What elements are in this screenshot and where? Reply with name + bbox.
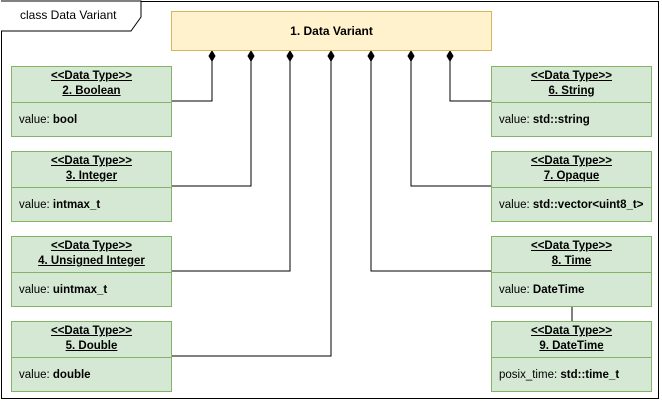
class-integer[interactable]: <<Data Type>> 3. Integer value: intmax_t: [11, 151, 172, 222]
class-name: 5. Double: [65, 340, 118, 352]
class-name: 4. Unsigned Integer: [38, 255, 145, 267]
class-attribute: value: intmax_t: [19, 199, 101, 211]
class-stereotype: <<Data Type>>: [531, 70, 612, 82]
class-unsigned-integer[interactable]: <<Data Type>> 4. Unsigned Integer value:…: [11, 236, 172, 307]
class-attribute: value: bool: [19, 114, 78, 126]
class-name: 2. Boolean: [62, 85, 121, 97]
link-time: [370, 56, 492, 272]
class-attribute: value: double: [19, 369, 91, 381]
class-name: 9. DateTime: [539, 340, 604, 352]
class-datetime[interactable]: <<Data Type>> 9. DateTime posix_time: st…: [491, 321, 652, 392]
diamond-boolean: [208, 50, 216, 62]
diamond-opaque: [407, 50, 415, 62]
link-string: [449, 56, 492, 102]
class-attribute: posix_time: std::time_t: [499, 369, 620, 381]
diamond-unsigned-integer: [286, 50, 294, 62]
class-name: 7. Opaque: [543, 170, 600, 182]
class-string[interactable]: <<Data Type>> 6. String value: std::stri…: [491, 66, 652, 137]
link-double: [171, 56, 332, 357]
diamond-integer: [247, 50, 255, 62]
link-integer: [171, 56, 252, 187]
class-attribute: value: std::string: [499, 114, 590, 126]
frame-label: class Data Variant: [20, 8, 117, 22]
diamond-time: [367, 50, 375, 62]
class-attribute: value: uintmax_t: [19, 284, 108, 296]
class-attribute: value: DateTime: [499, 284, 585, 296]
class-attribute: value: std::vector<uint8_t>: [499, 199, 644, 211]
class-stereotype: <<Data Type>>: [51, 325, 132, 337]
diamond-double: [327, 50, 335, 62]
class-name: 3. Integer: [65, 170, 118, 182]
class-double[interactable]: <<Data Type>> 5. Double value: double: [11, 321, 172, 392]
class-name: 6. String: [548, 85, 595, 97]
link-opaque: [410, 56, 492, 187]
data-variant-class[interactable]: 1. Data Variant: [171, 11, 492, 51]
link-unsigned-integer: [171, 56, 291, 272]
class-opaque[interactable]: <<Data Type>> 7. Opaque value: std::vect…: [491, 151, 652, 222]
class-stereotype: <<Data Type>>: [51, 240, 132, 252]
class-stereotype: <<Data Type>>: [531, 155, 612, 167]
class-time[interactable]: <<Data Type>> 8. Time value: DateTime: [491, 236, 652, 307]
class-stereotype: <<Data Type>>: [51, 155, 132, 167]
link-boolean: [171, 56, 213, 102]
class-stereotype: <<Data Type>>: [531, 325, 612, 337]
class-boolean[interactable]: <<Data Type>> 2. Boolean value: bool: [11, 66, 172, 137]
class-stereotype: <<Data Type>>: [531, 240, 612, 252]
diamond-string: [446, 50, 454, 62]
data-variant-title: 1. Data Variant: [290, 24, 373, 38]
class-name: 8. Time: [551, 255, 592, 267]
class-stereotype: <<Data Type>>: [51, 70, 132, 82]
